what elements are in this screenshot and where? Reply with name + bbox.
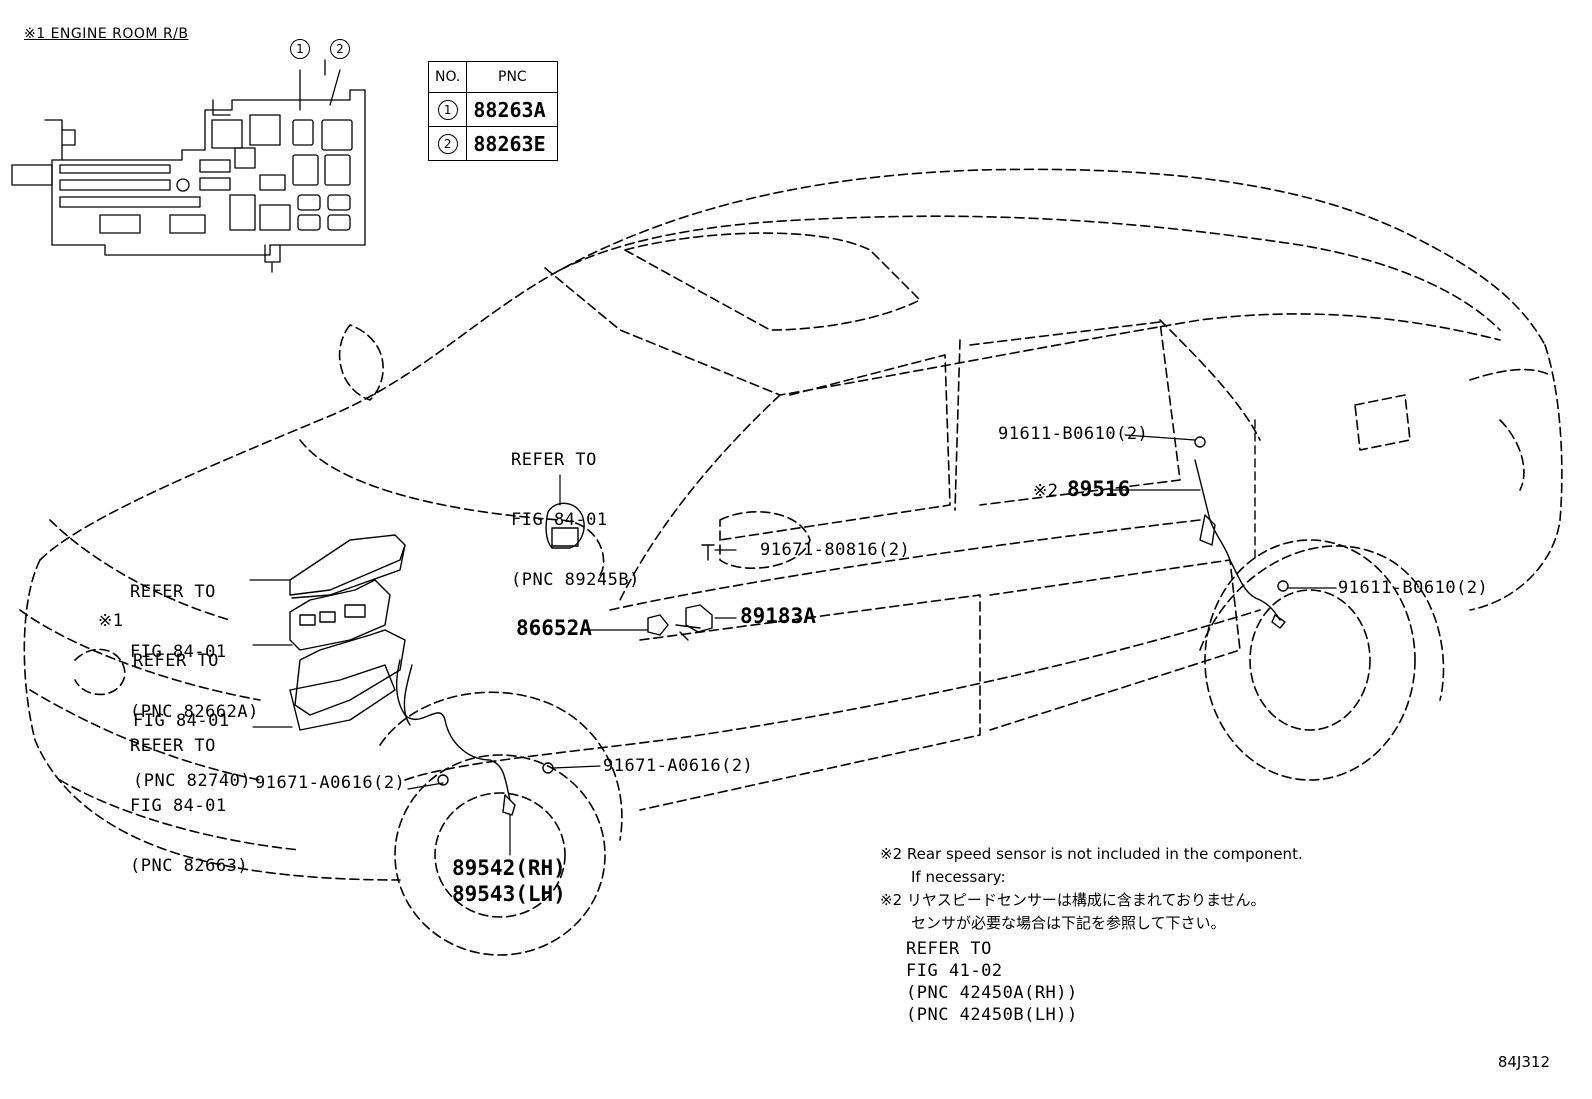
yaw-rate-sensor (647, 544, 715, 641)
airbag-sensor (545, 502, 585, 549)
leader-lines (249, 434, 1337, 856)
engine-room-title: ※1 ENGINE ROOM R/B (24, 26, 189, 42)
refer-82662a: REFER TO FIG 84-01 (PNC 82662A) (130, 582, 259, 722)
note-line-1: ※2 Rear speed sensor is not included in … (880, 845, 1303, 863)
bolt-rear-upper: 91611-B0610(2) (998, 424, 1149, 444)
bolt-front-right: 91671-A0616(2) (603, 756, 754, 776)
rear-speed-sensor-harness (1194, 419, 1289, 629)
col-pnc: PNC (466, 61, 559, 93)
refer-82740: REFER TO FIG 84-01 (PNC 82740) (133, 651, 252, 791)
row-no: 1 (437, 100, 458, 120)
bracket-label: 86652A (516, 616, 592, 640)
row-no: 2 (437, 134, 458, 154)
rear-speed-sensor-label: 89516 (1067, 477, 1131, 501)
row-pnc: 88263A (466, 92, 559, 127)
col-no: NO. (427, 61, 468, 93)
note-line-3: ※2 リヤスピードセンサーは構成に含まれておりません。 (880, 891, 1266, 909)
relay-box-assembly (289, 534, 406, 731)
pnc-table: NO. PNC 1 88263A 2 88263E (427, 61, 559, 161)
bolt-door: 91671-80816(2) (760, 540, 911, 560)
refer-82740-mark: ※1 (98, 611, 124, 631)
note-refer-2: FIG 41-02 (906, 961, 1003, 981)
rear-sensor-mark: ※2 (1033, 481, 1059, 501)
bolt-rear-lower: 91611-B0610(2) (1338, 578, 1489, 598)
callout-1: 1 (290, 39, 310, 59)
pnc-table-header: NO. PNC (427, 61, 559, 93)
bolt-front-left: 91671-A0616(2) (255, 773, 406, 793)
refer-89245b: REFER TO FIG 84-01 (PNC 89245B) (511, 450, 640, 590)
note-line-4: センサが必要な場合は下記を参照して下さい。 (911, 914, 1226, 932)
row-pnc: 88263E (466, 126, 559, 161)
note-line-2: If necessary: (911, 868, 1006, 886)
car-body-outline (19, 168, 1563, 956)
note-refer-1: REFER TO (906, 939, 992, 959)
rear-sensor-note: ※2 Rear speed sensor is not included in … (880, 843, 1303, 1026)
table-row: 2 88263E (427, 126, 559, 161)
figure-code: 84J312 (1497, 1053, 1550, 1071)
front-sensor-lh-label: 89543(LH) (452, 882, 566, 906)
refer-82663: REFER TO FIG 84-01 (PNC 82663) (130, 736, 249, 876)
note-refer-4: (PNC 42450B(LH)) (906, 1005, 1078, 1025)
yaw-sensor-label: 89183A (740, 604, 816, 628)
note-refer-3: (PNC 42450A(RH)) (906, 983, 1078, 1003)
front-sensor-rh-label: 89542(RH) (452, 856, 566, 880)
front-speed-sensor-harness (396, 659, 554, 816)
callout-2: 2 (330, 39, 350, 59)
engine-room-relay-block (11, 59, 366, 273)
table-row: 1 88263A (427, 92, 559, 127)
